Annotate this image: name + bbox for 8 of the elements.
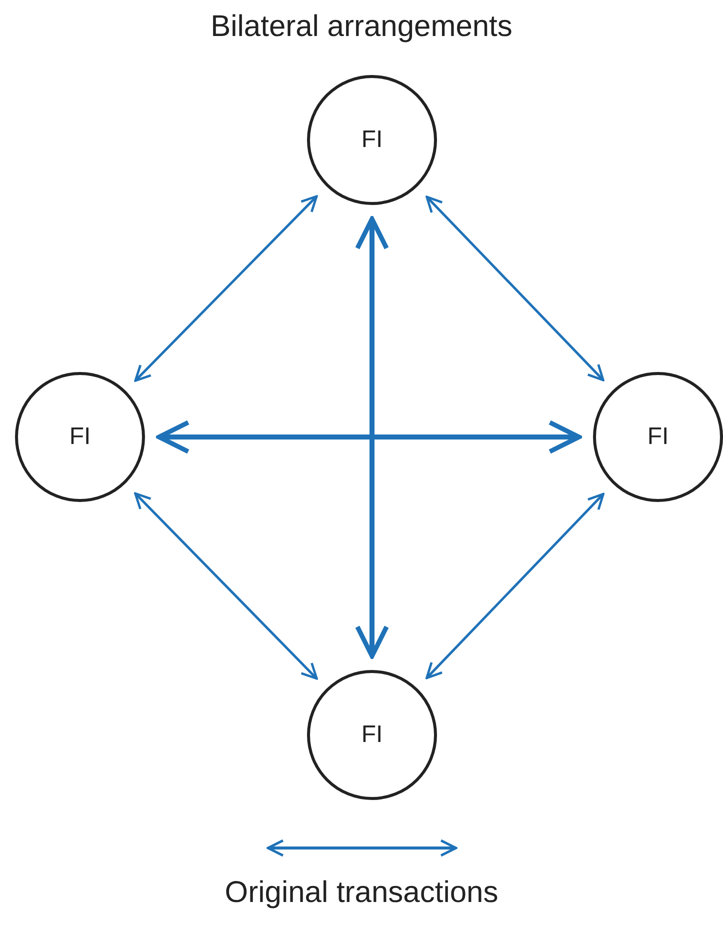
double-arrow xyxy=(156,420,582,454)
double-arrow xyxy=(426,492,604,680)
double-arrow xyxy=(134,195,318,382)
double-arrow xyxy=(355,216,389,658)
double-arrow xyxy=(426,196,604,382)
diagram-title: Bilateral arrangements xyxy=(210,9,512,45)
legend-text: Original transactions xyxy=(224,875,498,911)
double-arrow xyxy=(134,492,318,680)
